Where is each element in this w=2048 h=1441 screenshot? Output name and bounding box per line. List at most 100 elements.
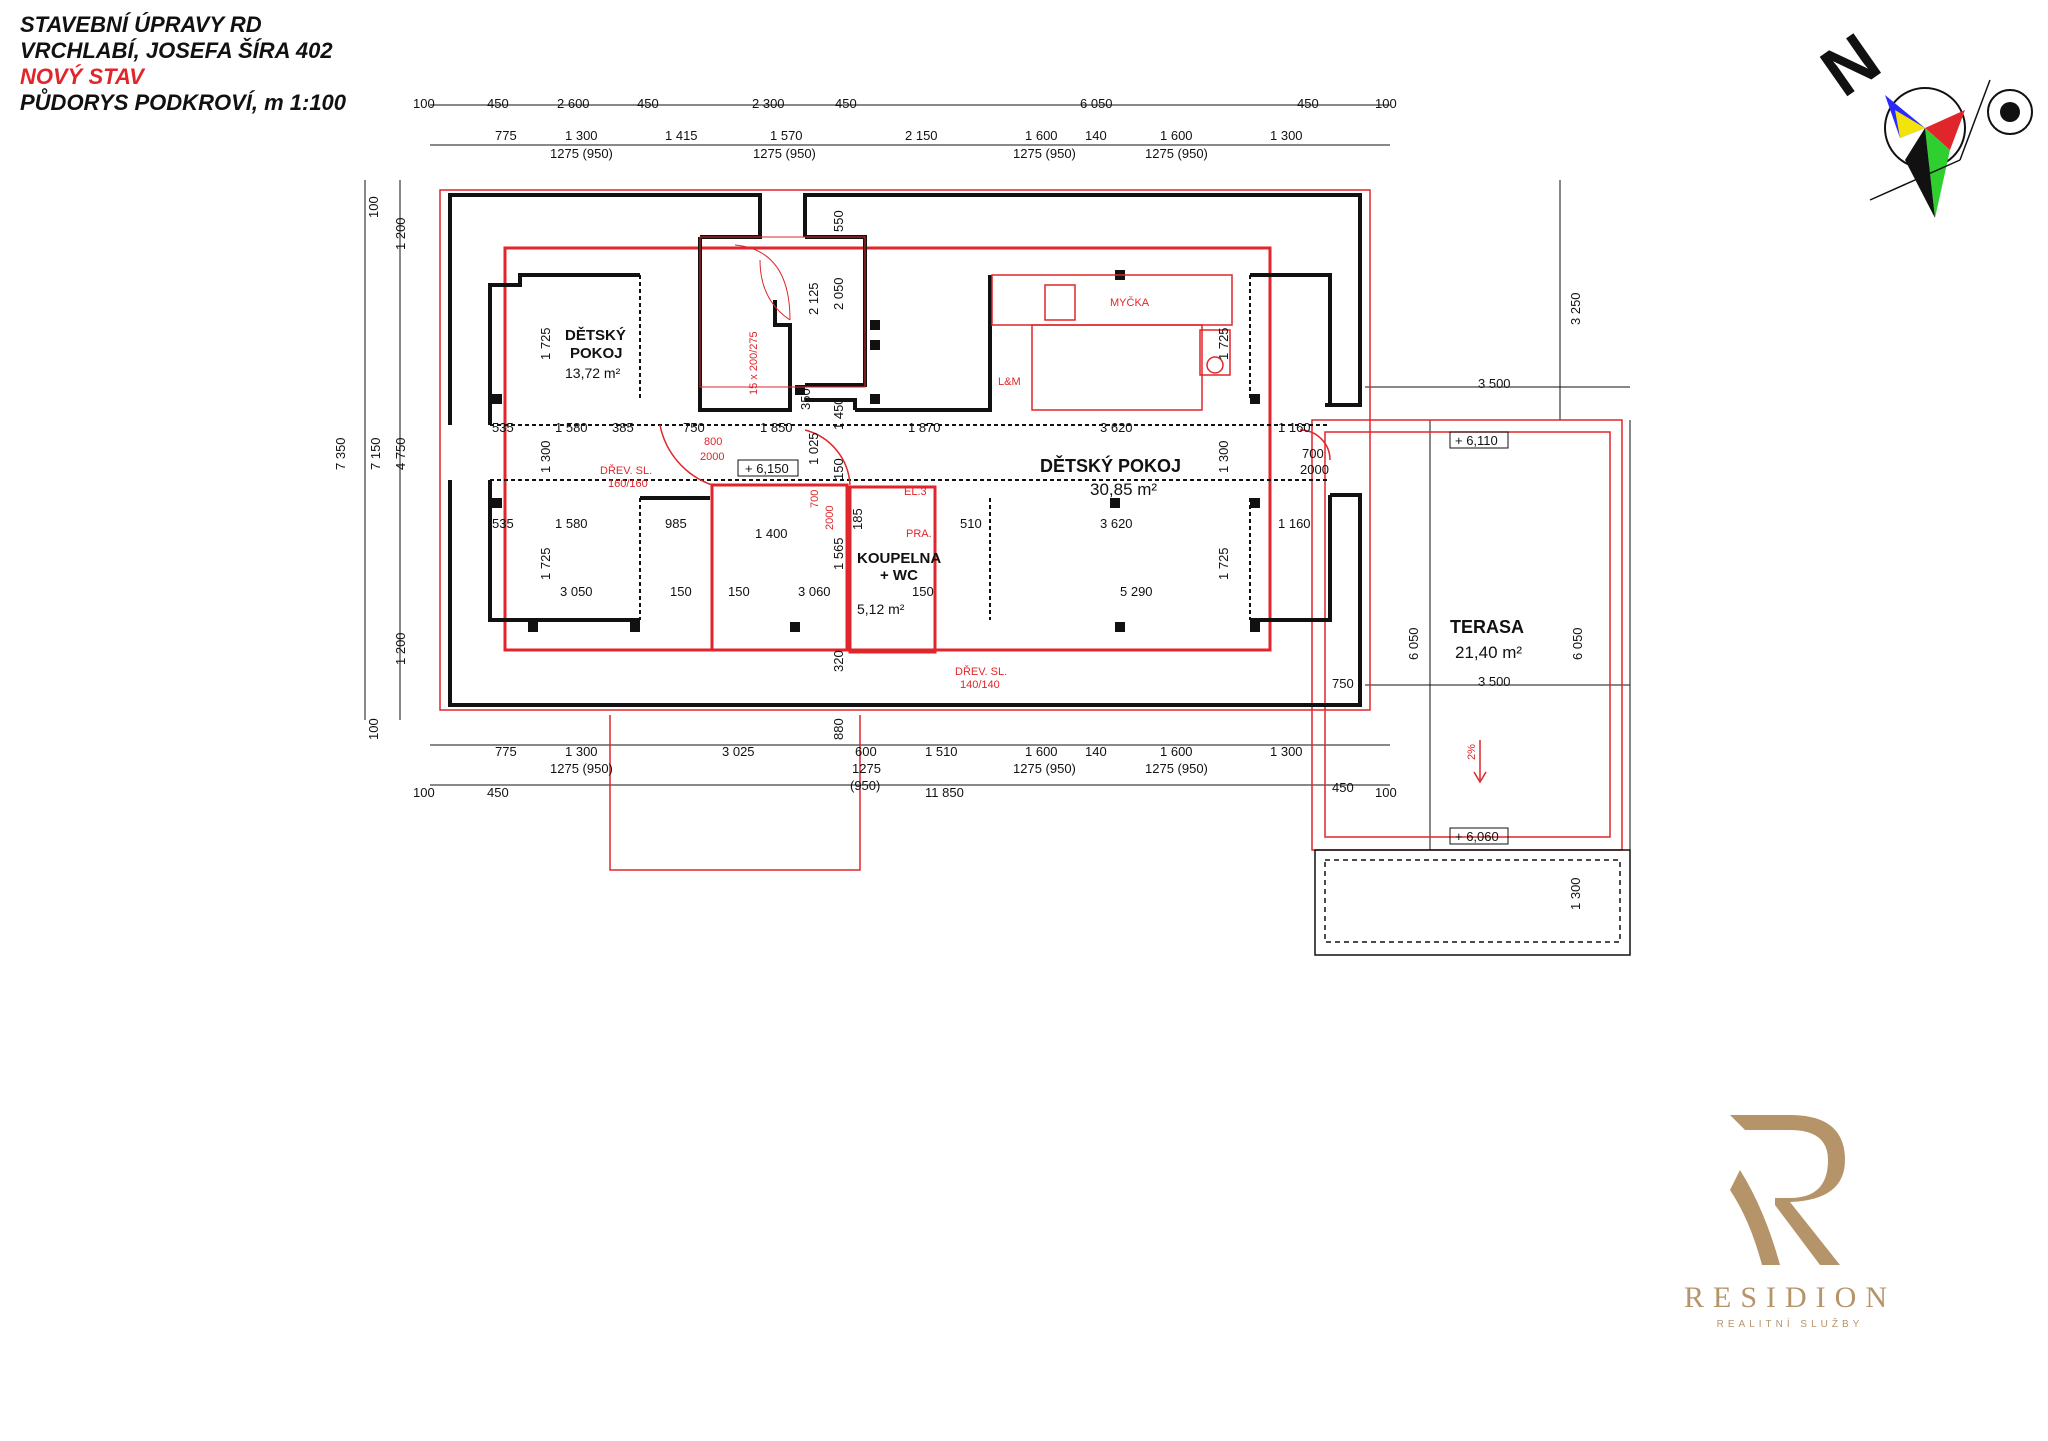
dim-top1-7: 450 <box>1297 96 1319 111</box>
dim-top1-0: 100 <box>413 96 435 111</box>
level-6150: + 6,150 <box>745 461 789 476</box>
label-stair: 15 x 200/275 <box>748 331 760 395</box>
dim-v-3: 550 <box>831 210 846 232</box>
dim-bot2-0: 1275 (950) <box>550 761 613 776</box>
dim-bot3-3: 450 <box>1332 780 1354 795</box>
level-6060: + 6,060 <box>1455 829 1499 844</box>
dim-bot2-4: 1275 (950) <box>1145 761 1208 776</box>
dim-terrace-1: 3 500 <box>1478 376 1511 391</box>
dim-top1-4: 2 300 <box>752 96 785 111</box>
bathroom-walls <box>710 483 937 654</box>
dim-v-6: 350 <box>798 388 813 410</box>
dim-bot3-0: 100 <box>413 785 435 800</box>
dim-mid1-6: 3 620 <box>1100 420 1133 435</box>
dim-mid2-0: 535 <box>492 516 514 531</box>
dim-mid1-1: 1 580 <box>555 420 588 435</box>
label-door-2000a: 2000 <box>700 451 724 463</box>
dim-v-14: 1 725 <box>1216 327 1231 360</box>
label-door1-a: DŘEV. SL. <box>600 464 652 477</box>
dim-mid3-3: 3 060 <box>798 584 831 599</box>
dim-mid3-4: 150 <box>912 584 934 599</box>
dim-top2-0: 775 <box>495 128 517 143</box>
dim-mid3-1: 150 <box>670 584 692 599</box>
room-child-small-area: 13,72 m² <box>565 365 621 381</box>
dim-left-100b: 100 <box>366 718 381 740</box>
dim-bot1-7: 1 600 <box>1160 744 1193 759</box>
dim-mid2-2: 985 <box>665 516 687 531</box>
dim-bot1-6: 140 <box>1085 744 1107 759</box>
staircase <box>699 236 866 388</box>
brand-name: RESIDION <box>1684 1281 1896 1314</box>
dim-bot1-8: 1 300 <box>1270 744 1303 759</box>
label-dishwasher: MYČKA <box>1110 296 1150 309</box>
dim-top1-6: 6 050 <box>1080 96 1113 111</box>
dim-bot2-3: 1275 (950) <box>1013 761 1076 776</box>
dim-left-1200a: 1 200 <box>393 217 408 250</box>
room-child-small-name1: DĚTSKÝ <box>565 326 626 344</box>
dim-v-16: 1 725 <box>1216 547 1231 580</box>
label-door2-a: DŘEV. SL. <box>955 665 1007 678</box>
room-bath-name1: KOUPELNA <box>857 550 941 567</box>
label-slope: 2% <box>1466 744 1478 760</box>
dim-bot3-2: 11 850 <box>925 785 964 800</box>
room-child-small-name2: POKOJ <box>570 345 623 362</box>
dim-top2-6: 140 <box>1085 128 1107 143</box>
dim-top1-1: 450 <box>487 96 509 111</box>
dim-top2-8: 1 300 <box>1270 128 1303 143</box>
label-door-700b: 700 <box>1302 446 1324 461</box>
dim-left-7150: 7 150 <box>368 437 383 470</box>
dim-bot3-1: 450 <box>487 785 509 800</box>
dim-mid1-4: 1 850 <box>760 420 793 435</box>
dim-bot1-3: 600 <box>855 744 877 759</box>
room-bath-area: 5,12 m² <box>857 601 905 617</box>
dim-terrace-2: 6 050 <box>1406 627 1421 660</box>
dim-bot1-5: 1 600 <box>1025 744 1058 759</box>
door-swings <box>659 424 1331 486</box>
brand-logo: RESIDION REALITNÍ SLUŽBY <box>1650 1110 1930 1330</box>
label-lm: L&M <box>998 376 1021 388</box>
dim-v-2: 1 725 <box>538 547 553 580</box>
roof-outline <box>439 189 1631 956</box>
dim-v-1: 1 300 <box>538 440 553 473</box>
room-terrace-area: 21,40 m² <box>1455 643 1522 662</box>
dim-top3-3: 1275 (950) <box>1145 146 1208 161</box>
dim-v-15: 1 300 <box>1216 440 1231 473</box>
dim-mid3-2: 150 <box>728 584 750 599</box>
dim-bot2-2: (950) <box>850 778 880 793</box>
dim-left-7350: 7 350 <box>333 437 348 470</box>
dim-v-7: 1 450 <box>831 397 846 430</box>
dim-bot1-4: 1 510 <box>925 744 958 759</box>
dim-top2-2: 1 415 <box>665 128 698 143</box>
dim-mid2-6: 1 160 <box>1278 516 1311 531</box>
dim-top1-8: 100 <box>1375 96 1397 111</box>
dimension-lines <box>364 104 1631 850</box>
room-child-large-area: 30,85 m² <box>1090 480 1157 499</box>
dim-v-12: 320 <box>831 650 846 672</box>
label-door-800: 800 <box>704 436 722 448</box>
dim-top2-4: 2 150 <box>905 128 938 143</box>
dim-v-13: 880 <box>831 718 846 740</box>
dim-top3-2: 1275 (950) <box>1013 146 1076 161</box>
dim-top1-2: 2 600 <box>557 96 590 111</box>
title-line-3: NOVÝ STAV <box>20 64 144 89</box>
dim-top2-7: 1 600 <box>1160 128 1193 143</box>
label-door2-b: 140/140 <box>960 679 1000 691</box>
dim-bot3-4: 100 <box>1375 785 1397 800</box>
dim-v-0: 1 725 <box>538 327 553 360</box>
drawing-title-block: STAVEBNÍ ÚPRAVY RD VRCHLABÍ, JOSEFA ŠÍRA… <box>20 12 346 116</box>
dim-bot1-2: 3 025 <box>722 744 755 759</box>
dim-top1-3: 450 <box>637 96 659 111</box>
title-line-2: VRCHLABÍ, JOSEFA ŠÍRA 402 <box>20 38 333 63</box>
room-child-large-name: DĚTSKÝ POKOJ <box>1040 455 1181 476</box>
dim-left-4750: 4 750 <box>393 437 408 470</box>
dim-terrace-4: 3 500 <box>1478 674 1511 689</box>
dim-top3-0: 1275 (950) <box>550 146 613 161</box>
label-door1-b: 160/160 <box>608 478 648 490</box>
dim-mid1-2: 385 <box>612 420 634 435</box>
dashed-partitions <box>490 275 1330 620</box>
dim-bot1-1: 1 300 <box>565 744 598 759</box>
dim-terrace-3: 6 050 <box>1570 627 1585 660</box>
dim-top2-3: 1 570 <box>770 128 803 143</box>
dim-top2-5: 1 600 <box>1025 128 1058 143</box>
